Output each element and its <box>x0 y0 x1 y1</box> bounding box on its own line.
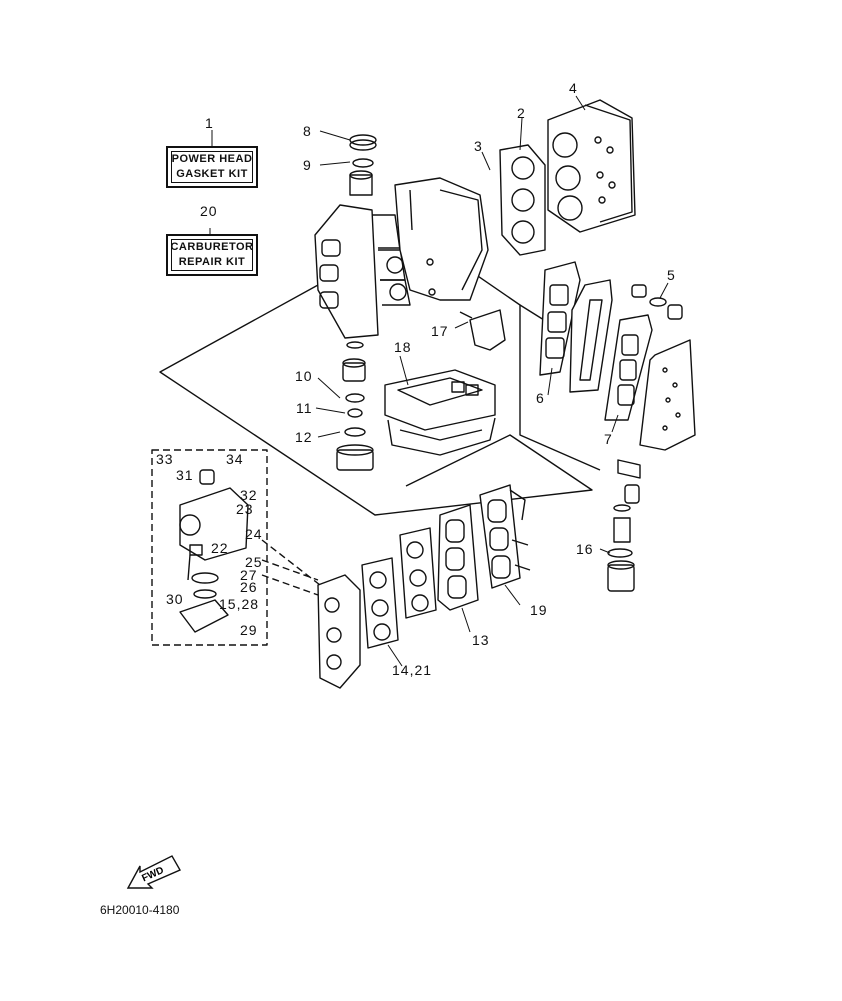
power-head-gasket-kit-label: POWER HEAD GASKET KIT <box>166 146 258 188</box>
intake-gasket-19 <box>479 484 531 589</box>
thermostat-parts <box>631 284 683 320</box>
callout-label: 15,28 <box>219 596 260 612</box>
kit-line-2: REPAIR KIT <box>178 256 246 268</box>
callout-label: 6 <box>536 390 545 406</box>
callout-label: 12 <box>295 429 313 445</box>
callout-label: 2 <box>517 105 526 121</box>
callout-label: 14,21 <box>392 662 433 678</box>
callout-label: 8 <box>303 123 312 139</box>
callout-label: 3 <box>474 138 483 154</box>
callout-label: 4 <box>569 80 578 96</box>
callout-label: 11 <box>296 400 313 416</box>
diagram-code: 6H20010-4180 <box>100 903 180 917</box>
water-pipe-parts <box>607 459 641 592</box>
carb-connection-line <box>261 559 319 581</box>
callout-label: 22 <box>211 540 229 556</box>
carburetor-body <box>179 469 249 633</box>
callout-label: 10 <box>295 368 313 384</box>
callout-label: 25 <box>245 554 263 570</box>
carb-connection-line <box>261 574 319 596</box>
mount-bracket <box>459 309 506 351</box>
cover-gasket-left <box>539 261 581 376</box>
callout-label: 5 <box>667 267 676 283</box>
kit-number-carburetor: 20 <box>200 203 218 219</box>
callout-label: 18 <box>394 339 412 355</box>
exhaust-plate <box>384 369 496 456</box>
callout-label: 30 <box>166 591 184 607</box>
kit-number-power-head: 1 <box>205 115 214 131</box>
callout-label: 31 <box>176 467 194 483</box>
exhaust-cover <box>639 339 696 451</box>
callout-label: 17 <box>431 323 449 339</box>
carb-connection-line <box>261 539 321 586</box>
callout-label: 26 <box>240 579 258 595</box>
callout-label: 27 <box>240 567 258 583</box>
kit-line-1: POWER HEAD <box>171 153 253 165</box>
callout-label: 19 <box>530 602 548 618</box>
crankcase-body <box>394 177 489 301</box>
carburetor-repair-kit-label: CARBURETOR REPAIR KIT <box>166 234 258 276</box>
kit-line-2: GASKET KIT <box>176 168 248 180</box>
intake-gasket-14 <box>361 557 399 649</box>
assembly-outline-line <box>439 249 601 471</box>
forward-direction-icon: FWD <box>124 848 184 897</box>
kit-line-1: CARBURETOR <box>170 241 254 253</box>
cover-gasket-right <box>604 314 653 421</box>
reed-valve-plate <box>399 527 437 619</box>
intake-manifold <box>317 574 361 689</box>
callout-leaders <box>209 95 669 667</box>
callout-label: 23 <box>236 501 254 517</box>
carburetor-kit-box <box>151 449 268 646</box>
divider-plate <box>569 279 613 393</box>
callout-label: 7 <box>604 431 613 447</box>
power-head-block <box>314 204 411 339</box>
callout-label: 34 <box>226 451 244 467</box>
callout-label: 13 <box>472 632 490 648</box>
head-gasket <box>499 144 546 256</box>
cylinder-head <box>547 99 636 233</box>
callout-label: 29 <box>240 622 258 638</box>
callout-label: 9 <box>303 157 312 173</box>
callout-label: 32 <box>240 487 258 503</box>
callout-label: 33 <box>156 451 174 467</box>
callout-label: 16 <box>576 541 594 557</box>
intake-gasket-13 <box>437 504 479 611</box>
callout-label: 24 <box>245 526 263 542</box>
